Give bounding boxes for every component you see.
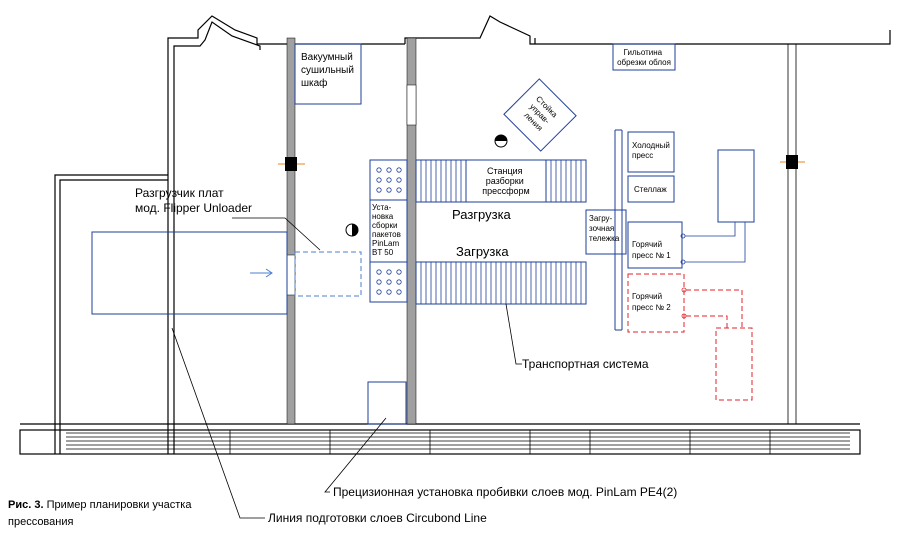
leader-lines <box>171 217 522 519</box>
punch-label: Прецизионная установка пробивки слоев мо… <box>333 485 677 499</box>
flow-arrow-icon <box>250 268 273 278</box>
operator-marker-left <box>345 223 359 237</box>
column-opening-2 <box>286 254 296 296</box>
rack-box <box>627 175 675 203</box>
loading-cart-box <box>585 209 627 255</box>
transport-label: Транспортная система <box>522 357 649 371</box>
hot-press-2-label: Горячий пресс № 2 <box>632 292 671 312</box>
load-conveyor <box>415 261 587 305</box>
hot-press-1-label: Горячий пресс № 1 <box>632 240 671 260</box>
circubond-line-box <box>91 231 288 315</box>
assembly-label: Уста- новка сборки пакетов PinLam BT 50 <box>372 203 403 257</box>
column-marker-right <box>780 155 805 169</box>
column-opening <box>406 84 417 126</box>
line-label: Линия подготовки слоев Circubond Line <box>268 511 487 525</box>
caption-prefix: Рис. 3. <box>8 499 44 511</box>
load-label: Загрузка <box>456 244 509 259</box>
disassembly-label: Станция разборки прессформ <box>482 166 530 196</box>
outer-walls <box>19 15 891 455</box>
control-rack: Стойка управ- ления <box>503 78 577 152</box>
assembly-station <box>369 159 408 303</box>
operator-marker-top <box>494 134 508 148</box>
hot-press-2 <box>627 273 753 401</box>
column-marker-left <box>278 157 305 171</box>
hot-press-1-links <box>680 222 746 265</box>
guillotine-label: Гильотина обрезки облоя <box>617 48 671 67</box>
right-column <box>787 44 797 424</box>
rack-label: Стеллаж <box>634 185 667 194</box>
hot-press-1-cabinet <box>717 149 755 223</box>
press-rail <box>614 129 623 331</box>
cold-press-label: Холодный пресс <box>632 141 672 160</box>
flipper-unloader-box <box>294 251 362 297</box>
window-strip <box>66 430 850 454</box>
vacuum-dryer-label: Вакуумный сушильный шкаф <box>301 52 357 89</box>
assembly-pins <box>376 167 402 295</box>
unload-conveyor <box>415 159 587 203</box>
punch-station-box <box>367 381 407 425</box>
loading-cart-label: Загру- зочная тележка <box>589 214 620 243</box>
guillotine-box <box>612 43 676 71</box>
svg-text:Стойка управ- лени: Стойка управ- ления <box>520 94 561 135</box>
cold-press-box <box>627 131 675 173</box>
unload-label: Разгрузка <box>452 207 512 222</box>
vacuum-dryer-box <box>294 43 362 105</box>
hot-press-1-box <box>627 221 683 269</box>
hot-press-2-nodes <box>681 287 687 319</box>
caption-text: Пример планировки участка прессования <box>8 499 192 528</box>
unloader-label: Разгрузчик плат мод. Flipper Unloader <box>135 186 252 215</box>
figure-caption: Рис. 3. Пример планировки участка прессо… <box>8 497 208 531</box>
